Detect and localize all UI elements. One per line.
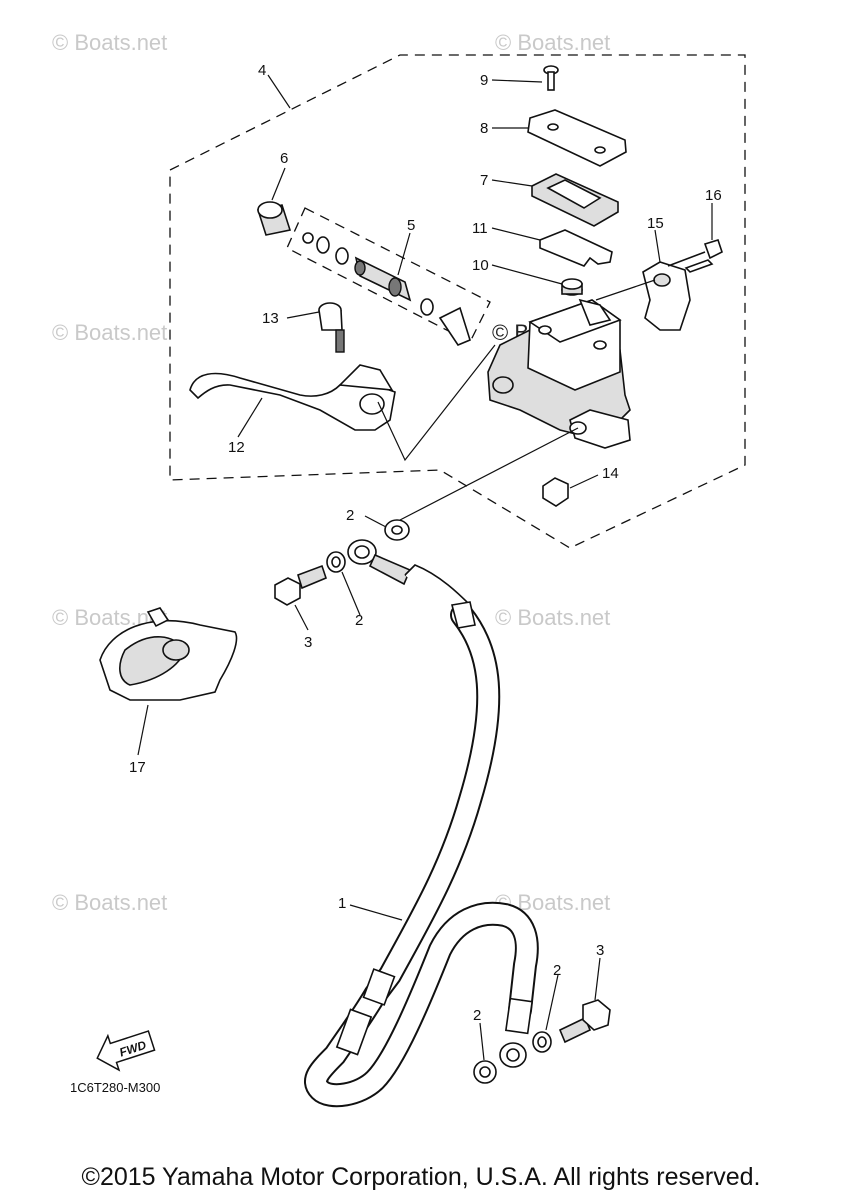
diagram-code: 1C6T280-M300 — [70, 1080, 160, 1095]
dust-boot-6 — [256, 201, 292, 236]
leader-lines — [137, 74, 713, 1061]
copyright-notice: ©2015 Yamaha Motor Corporation, U.S.A. A… — [82, 1163, 761, 1191]
watermark: © Boats.net — [495, 605, 610, 630]
callout-2: 2 — [473, 1007, 481, 1024]
copper-washers-2 — [326, 519, 552, 1084]
piston-kit-outline — [286, 207, 491, 343]
callout-15: 15 — [647, 215, 664, 232]
callout-10: 10 — [472, 257, 489, 274]
callout-3: 3 — [596, 942, 604, 959]
bolt-16 — [667, 239, 723, 273]
float-10 — [561, 278, 583, 296]
callout-2: 2 — [553, 962, 561, 979]
screw-9 — [543, 65, 559, 91]
fwd-arrow-icon: FWD — [96, 1030, 156, 1072]
brake-lever-12 — [189, 364, 396, 431]
callout-labels: 4 9 8 7 11 10 5 6 13 12 15 16 14 2 3 2 1… — [129, 62, 722, 1024]
callout-17: 17 — [129, 759, 146, 776]
callout-13: 13 — [262, 310, 279, 327]
brake-hose-1 — [304, 539, 539, 1108]
lever-cover-17 — [99, 607, 238, 701]
watermark: © Boats.net — [495, 30, 610, 55]
callout-9: 9 — [480, 72, 488, 89]
watermark: © Boats.net — [52, 320, 167, 345]
watermark: © Boats.net — [52, 30, 167, 55]
clamp-holder-15 — [642, 261, 691, 331]
callout-14: 14 — [602, 465, 619, 482]
callout-3: 3 — [304, 634, 312, 651]
callout-4: 4 — [258, 62, 266, 79]
pivot-bolt-13 — [318, 302, 345, 353]
gasket-11 — [539, 229, 613, 267]
union-bolt-3 — [558, 999, 611, 1044]
watermarks: © Boats.net © Boats.net © Boats.net © Bo… — [52, 30, 610, 915]
piston-kit-parts — [302, 232, 471, 346]
callout-5: 5 — [407, 217, 415, 234]
watermark: © Boats.net — [52, 890, 167, 915]
bolt-14 — [542, 477, 569, 507]
callout-11: 11 — [472, 220, 488, 237]
callout-12: 12 — [228, 439, 245, 456]
master-cylinder-body — [487, 298, 631, 449]
callout-2: 2 — [346, 507, 354, 524]
callout-16: 16 — [705, 187, 722, 204]
callout-6: 6 — [280, 150, 288, 167]
master-cylinder-assembly-outline — [169, 54, 746, 549]
callout-7: 7 — [480, 172, 488, 189]
union-bolt-3 — [274, 564, 327, 606]
reservoir-cap-8 — [527, 109, 627, 167]
diaphragm-7 — [531, 173, 619, 227]
callout-2: 2 — [355, 612, 363, 629]
callout-1: 1 — [338, 895, 346, 912]
callout-8: 8 — [480, 120, 488, 137]
